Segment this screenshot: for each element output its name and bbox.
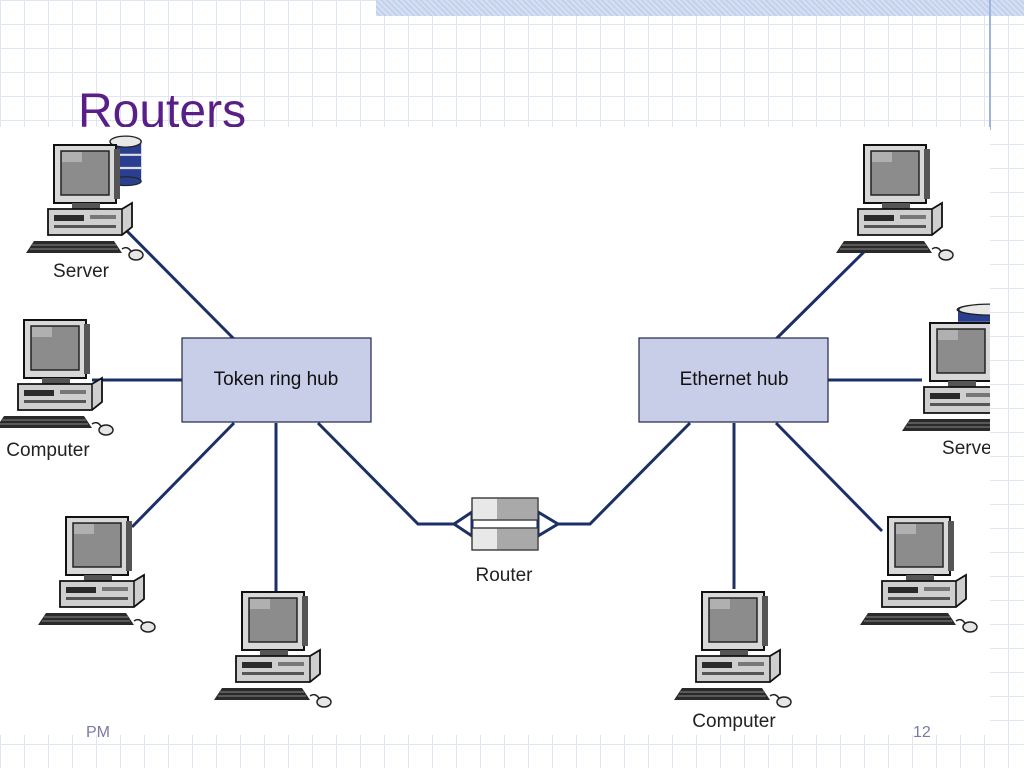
- footer-text: PM: [86, 724, 110, 741]
- ethernet-hub-box: [638, 337, 829, 423]
- computer-left-label: Computer: [6, 440, 90, 461]
- link-pc-right-top: [774, 240, 876, 341]
- computer-bottom-right-label: Computer: [692, 711, 776, 732]
- network-links: [92, 220, 922, 593]
- desktop-computer-icon: [859, 516, 978, 633]
- link-pc-right-lower: [774, 421, 884, 533]
- pc-left-bottom: [213, 591, 332, 708]
- token-ring-hub-label: Token ring hub: [214, 369, 339, 390]
- network-diagram: Token ring hub Ethernet hub Router Serve…: [0, 127, 990, 735]
- desktop-computer-icon: [213, 591, 332, 708]
- router-icon: [451, 497, 561, 551]
- ethernet-hub-label: Ethernet hub: [680, 369, 789, 390]
- server-right: Server: [901, 304, 990, 459]
- token-ring-hub: Token ring hub: [181, 337, 372, 423]
- link-token-router: [316, 421, 454, 526]
- link-pc-left-lower: [130, 421, 236, 529]
- server-left-label: Server: [53, 261, 110, 282]
- server-left: Server: [25, 134, 144, 282]
- computer-left: Computer: [0, 319, 114, 461]
- router-label: Router: [475, 565, 533, 586]
- desktop-computer-icon: [0, 319, 114, 436]
- desktop-computer-icon: [37, 516, 156, 633]
- desktop-computer-icon: [835, 144, 954, 261]
- link-server-left: [116, 220, 236, 341]
- token-ring-hub-box: [181, 337, 372, 423]
- pc-right-top: [835, 144, 954, 261]
- page-number: 12: [913, 724, 931, 741]
- link-ethernet-router: [558, 421, 692, 526]
- decorative-rule: [989, 0, 991, 130]
- header-band: [376, 0, 1024, 16]
- computer-bottom-right: Computer: [673, 591, 792, 732]
- pc-right-lower: [859, 516, 978, 633]
- pc-left-lower: [37, 516, 156, 633]
- server-right-label: Server: [942, 438, 990, 459]
- ethernet-hub: Ethernet hub: [638, 337, 829, 423]
- desktop-computer-icon: [673, 591, 792, 708]
